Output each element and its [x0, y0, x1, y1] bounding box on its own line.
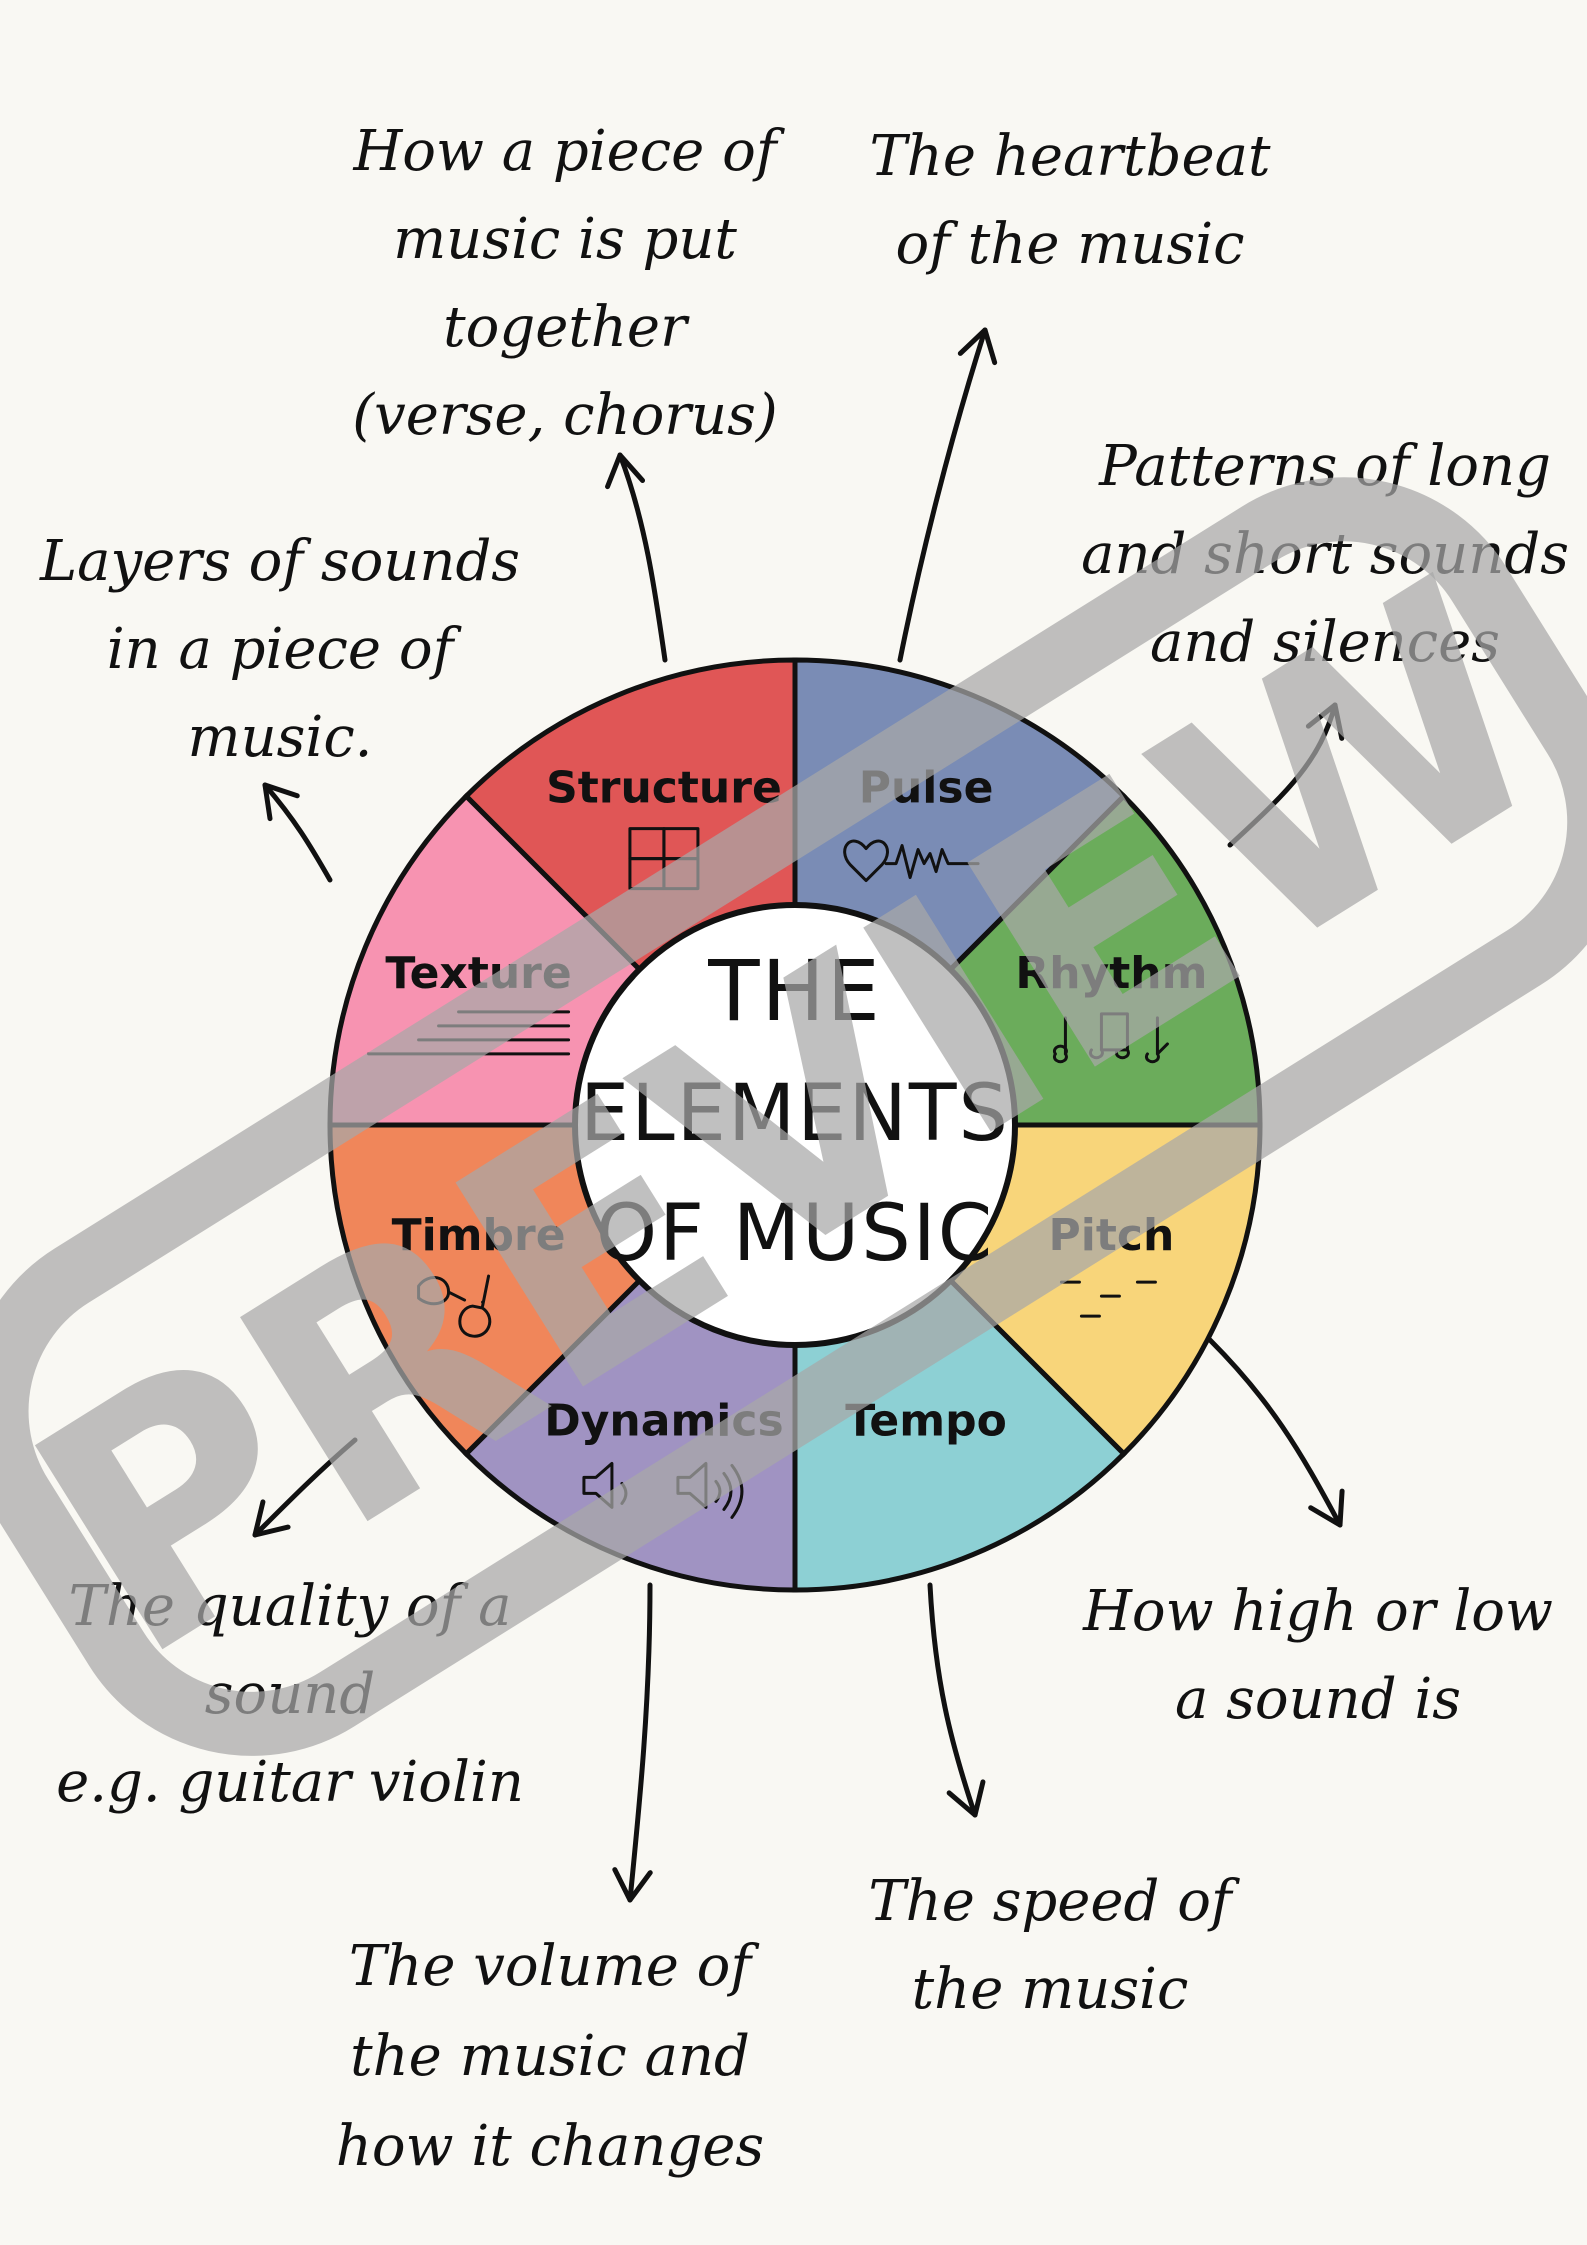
- arrowhead-dynamics: [612, 1867, 653, 1903]
- arrow-dynamics: [627, 1582, 653, 1903]
- arrow-texture: [262, 782, 333, 883]
- description-structure-line-1: How a piece of: [352, 119, 785, 184]
- arrowhead-rhythm: [1305, 702, 1345, 741]
- arrows-layer: [252, 327, 1345, 1903]
- arrowhead-structure: [605, 452, 646, 490]
- arrowhead-timbre: [252, 1499, 291, 1538]
- arrowhead-texture: [262, 782, 300, 822]
- center-circle: THE ELEMENTS OF MUSIC: [572, 902, 1018, 1348]
- description-timbre-line-3: e.g. guitar violin: [56, 1750, 524, 1815]
- arrowhead-tempo: [946, 1779, 986, 1818]
- description-dynamics-line-2: the music and: [350, 2024, 750, 2089]
- segment-label-structure: Structure: [546, 763, 782, 814]
- description-dynamics-line-3: how it changes: [336, 2114, 764, 2179]
- arrow-timbre: [252, 1437, 358, 1538]
- center-title-line-2: ELEMENTS: [580, 1069, 1010, 1159]
- arrowhead-pitch: [1308, 1488, 1345, 1528]
- description-texture-line-1: Layers of sounds: [39, 529, 520, 594]
- watermark-frame: [0, 477, 1587, 1756]
- segment-label-tempo: Tempo: [845, 1395, 1007, 1446]
- arrow-pulse: [897, 327, 988, 663]
- pitch-dashes-icon: [1059, 1280, 1157, 1318]
- arrowhead-pulse: [957, 327, 998, 366]
- description-pulse-line-2: of the music: [896, 212, 1245, 277]
- segment-label-timbre: Timbre: [392, 1210, 566, 1261]
- music-notes-icon: [1052, 1012, 1169, 1064]
- description-pitch-line-2: a sound is: [1175, 1667, 1461, 1732]
- center-title-line-3: OF MUSIC: [596, 1189, 994, 1279]
- center-title-line-1: THE: [707, 942, 882, 1040]
- arrow-tempo: [927, 1582, 978, 1818]
- center-disc: [572, 902, 1018, 1348]
- description-structure-line-4: (verse, chorus): [352, 383, 777, 448]
- description-texture-line-2: in a piece of: [107, 617, 463, 682]
- description-pitch-line-1: How high or low: [1082, 1579, 1553, 1644]
- description-tempo-line-1: The speed of: [868, 1869, 1241, 1934]
- arrow-pitch: [1207, 1337, 1343, 1528]
- heartbeat-icon: [843, 839, 980, 883]
- description-structure-line-3: together: [443, 295, 690, 360]
- arrow-structure: [617, 452, 668, 663]
- description-tempo-line-2: the music: [912, 1957, 1189, 2022]
- instruments-icon: [417, 1274, 492, 1338]
- description-dynamics-line-1: The volume of: [349, 1934, 760, 1999]
- segment-label-rhythm: Rhythm: [1015, 948, 1207, 999]
- descriptions: How a piece of music is put together (verse…: [39, 119, 1569, 2179]
- description-rhythm-line-3: and silences: [1150, 610, 1500, 675]
- description-structure-line-2: music is put: [393, 207, 737, 272]
- arrow-rhythm: [1227, 702, 1338, 848]
- description-pulse-line-1: The heartbeat: [869, 124, 1271, 189]
- description-texture-line-3: music.: [188, 705, 373, 770]
